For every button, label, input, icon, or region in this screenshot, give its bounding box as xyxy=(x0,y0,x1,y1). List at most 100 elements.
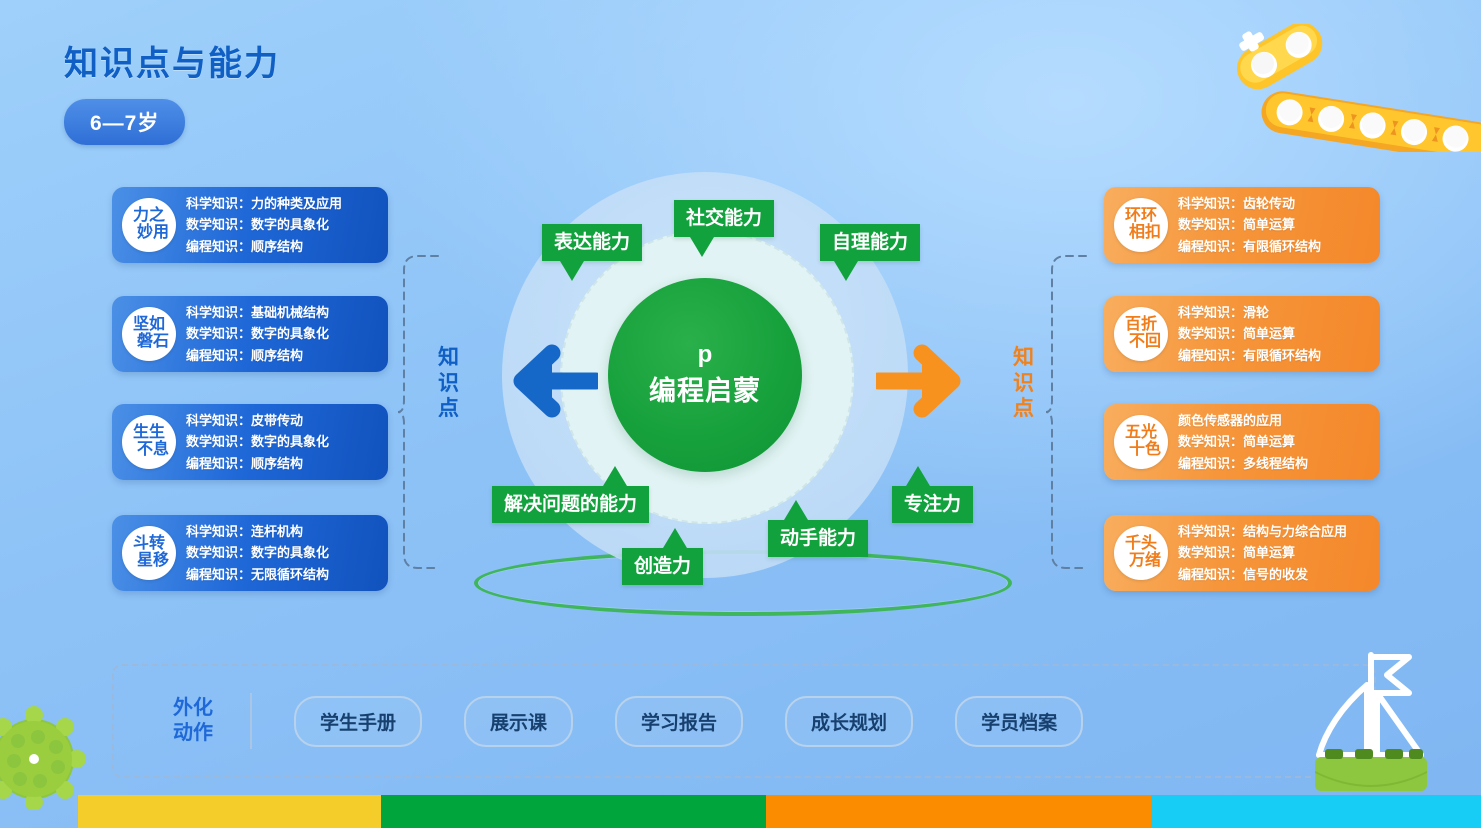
card-badge-bottom: 十色 xyxy=(1128,441,1161,458)
center-diagram: p 编程启蒙 表达能力 社交能力 自理能力 解决问题的能力 创造力 xyxy=(468,168,1012,618)
core-title: 编程启蒙 xyxy=(649,375,761,406)
knowledge-card-left-3[interactable]: 生生 不息 科学知识：皮带传动 数学知识：数字的具象化 编程知识：顺序结构 xyxy=(112,404,388,480)
core-sub-label: p xyxy=(697,340,713,368)
card-line-math: 数学知识：数字的具象化 xyxy=(186,217,330,233)
core-circle[interactable]: p 编程启蒙 xyxy=(608,278,802,472)
card-line-math: 数学知识：简单运算 xyxy=(1178,217,1296,233)
card-badge-top: 千头 xyxy=(1124,535,1157,553)
bar-seg-yellow xyxy=(78,795,381,828)
card-badge: 斗转 星移 xyxy=(122,526,176,580)
card-badge-top: 斗转 xyxy=(132,535,165,553)
knowledge-card-left-1[interactable]: 力之 妙用 科学知识：力的种类及应用 数学知识：数字的具象化 编程知识：顺序结构 xyxy=(112,187,388,263)
card-lines: 颜色传感器的应用 数学知识：简单运算 编程知识：多线程结构 xyxy=(1178,410,1372,473)
bubble-tail xyxy=(690,237,714,257)
card-badge-bottom: 不息 xyxy=(136,441,169,458)
card-lines: 科学知识：齿轮传动 数学知识：简单运算 编程知识：有限循环结构 xyxy=(1178,193,1372,256)
card-line-math: 数学知识：数字的具象化 xyxy=(186,545,330,561)
card-line-science: 科学知识：结构与力综合应用 xyxy=(1178,524,1348,540)
ability-bubble-handson[interactable]: 动手能力 xyxy=(768,500,869,557)
knowledge-card-left-2[interactable]: 坚如 磐石 科学知识：基础机械结构 数学知识：数字的具象化 编程知识：顺序结构 xyxy=(112,296,388,372)
ability-label: 创造力 xyxy=(634,556,692,577)
ability-bubble-selfcare[interactable]: 自理能力 xyxy=(820,224,921,281)
ability-label: 自理能力 xyxy=(832,232,909,253)
actions-title-line2: 动作 xyxy=(173,722,213,744)
card-badge-bottom: 万绪 xyxy=(1128,552,1161,569)
card-lines: 科学知识：滑轮 数学知识：简单运算 编程知识：有限循环结构 xyxy=(1178,302,1372,365)
ability-label: 解决问题的能力 xyxy=(504,494,638,515)
card-badge: 力之 妙用 xyxy=(122,198,176,252)
left-section-label: 知 识 点 xyxy=(436,345,462,422)
action-chip-growth-plan[interactable]: 成长规划 xyxy=(785,695,914,747)
ability-label: 动手能力 xyxy=(780,528,857,549)
card-badge: 环环 相扣 xyxy=(1114,198,1168,252)
ability-bubble-problem-solving[interactable]: 解决问题的能力 xyxy=(492,466,650,523)
card-line-math: 数学知识：简单运算 xyxy=(1178,326,1296,342)
card-badge: 坚如 磐石 xyxy=(122,307,176,361)
card-badge: 生生 不息 xyxy=(122,415,176,469)
card-lines: 科学知识：基础机械结构 数学知识：数字的具象化 编程知识：顺序结构 xyxy=(186,302,380,365)
card-badge-bottom: 妙用 xyxy=(136,224,169,241)
card-badge-top: 环环 xyxy=(1124,207,1157,225)
action-chip-demo-class[interactable]: 展示课 xyxy=(464,695,574,747)
action-chip-handbook[interactable]: 学生手册 xyxy=(294,695,423,747)
card-badge-bottom: 磐石 xyxy=(136,333,169,350)
card-badge-top: 力之 xyxy=(132,207,165,225)
action-chip-student-file[interactable]: 学员档案 xyxy=(955,695,1084,747)
card-badge-bottom: 星移 xyxy=(136,552,169,569)
external-actions-title: 外化 动作 xyxy=(166,696,220,746)
knowledge-card-right-2[interactable]: 百折 不回 科学知识：滑轮 数学知识：简单运算 编程知识：有限循环结构 xyxy=(1104,296,1380,372)
action-chip-report[interactable]: 学习报告 xyxy=(615,695,744,747)
card-line-coding: 编程知识：顺序结构 xyxy=(186,455,304,471)
card-lines: 科学知识：力的种类及应用 数学知识：数字的具象化 编程知识：顺序结构 xyxy=(186,193,380,256)
card-line-math: 数学知识：简单运算 xyxy=(1178,434,1296,450)
lego-technic-beam-icon xyxy=(1236,24,1481,152)
card-badge-top: 坚如 xyxy=(132,316,165,334)
external-actions-strip: 外化 动作 学生手册 展示课 学习报告 成长规划 学员档案 xyxy=(112,664,1376,778)
card-line-coding: 编程知识：无限循环结构 xyxy=(186,566,330,582)
card-line-coding: 编程知识：有限循环结构 xyxy=(1178,347,1322,363)
card-lines: 科学知识：皮带传动 数学知识：数字的具象化 编程知识：顺序结构 xyxy=(186,410,380,473)
bubble-tail xyxy=(834,261,858,281)
card-line-math: 数学知识：数字的具象化 xyxy=(186,326,330,342)
left-label-ch2: 识 xyxy=(438,371,460,395)
bar-seg-spacer xyxy=(0,795,78,828)
arrow-right-icon xyxy=(876,344,961,418)
card-badge-top: 百折 xyxy=(1124,316,1157,334)
bubble-tail xyxy=(603,466,628,486)
ability-bubble-expression[interactable]: 表达能力 xyxy=(542,224,643,281)
age-badge: 6—7岁 xyxy=(64,99,186,145)
right-label-ch3: 点 xyxy=(1013,397,1035,421)
card-line-coding: 编程知识：多线程结构 xyxy=(1178,455,1309,471)
card-line-science: 颜色传感器的应用 xyxy=(1178,413,1283,429)
knowledge-card-right-1[interactable]: 环环 相扣 科学知识：齿轮传动 数学知识：简单运算 编程知识：有限循环结构 xyxy=(1104,187,1380,263)
right-section-label: 知 识 点 xyxy=(1011,345,1037,422)
sailboat-icon xyxy=(1315,652,1427,791)
ability-label: 表达能力 xyxy=(554,232,631,253)
card-lines: 科学知识：结构与力综合应用 数学知识：简单运算 编程知识：信号的收发 xyxy=(1178,521,1372,584)
bubble-tail xyxy=(663,528,688,548)
arrow-left-icon xyxy=(513,344,598,418)
knowledge-card-left-4[interactable]: 斗转 星移 科学知识：连杆机构 数学知识：数字的具象化 编程知识：无限循环结构 xyxy=(112,515,388,591)
card-line-coding: 编程知识：信号的收发 xyxy=(1178,566,1309,582)
right-brace xyxy=(1046,255,1087,569)
knowledge-card-right-3[interactable]: 五光 十色 颜色传感器的应用 数学知识：简单运算 编程知识：多线程结构 xyxy=(1104,404,1380,480)
ability-bubble-focus[interactable]: 专注力 xyxy=(892,466,974,523)
header: 知识点与能力 6—7岁 xyxy=(64,36,280,145)
card-badge-bottom: 不回 xyxy=(1128,333,1161,350)
card-badge: 千头 万绪 xyxy=(1114,526,1168,580)
green-gear-icon xyxy=(0,706,86,810)
bottom-color-bar xyxy=(0,795,1481,828)
ability-bubble-creativity[interactable]: 创造力 xyxy=(622,528,704,585)
card-line-science: 科学知识：基础机械结构 xyxy=(186,305,330,321)
page-title: 知识点与能力 xyxy=(64,45,280,83)
card-lines: 科学知识：连杆机构 数学知识：数字的具象化 编程知识：无限循环结构 xyxy=(186,521,380,584)
card-line-science: 科学知识：皮带传动 xyxy=(186,413,304,429)
left-label-ch1: 知 xyxy=(438,346,460,369)
bar-seg-orange xyxy=(766,795,1151,828)
card-badge-top: 五光 xyxy=(1124,424,1157,442)
card-badge-top: 生生 xyxy=(132,424,165,442)
knowledge-card-right-4[interactable]: 千头 万绪 科学知识：结构与力综合应用 数学知识：简单运算 编程知识：信号的收发 xyxy=(1104,515,1380,591)
boat-hull xyxy=(1315,749,1427,791)
ability-bubble-social[interactable]: 社交能力 xyxy=(674,200,775,257)
